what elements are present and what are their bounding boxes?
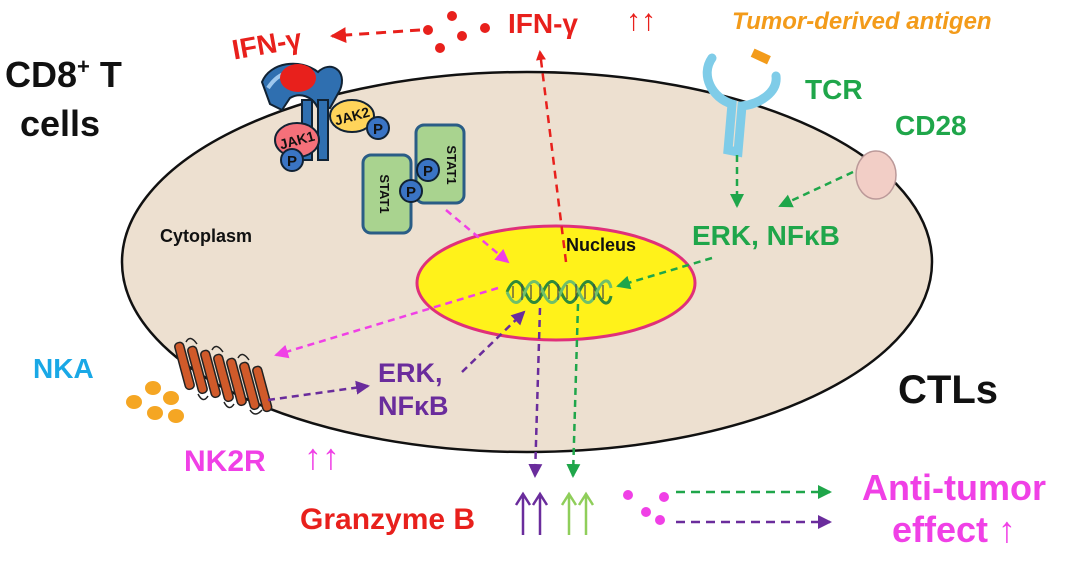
stat1-label: STAT1 xyxy=(377,174,392,213)
nk2r-receptor xyxy=(174,337,273,415)
ctls-label: CTLs xyxy=(898,368,998,412)
cd8-title-line2: cells xyxy=(20,103,101,144)
tcr-icon xyxy=(702,48,781,158)
svg-text:P: P xyxy=(287,153,297,170)
nucleus-to-nk2r-arrow xyxy=(274,286,499,359)
anti-tumor-line1: Anti-tumor xyxy=(862,467,1046,508)
erk-to-nucleus-purple-arrow xyxy=(461,310,526,373)
anti-tumor-line2: effect ↑ xyxy=(892,509,1017,550)
svg-text:P: P xyxy=(406,184,416,201)
erk-nfkb-left-line2: NFκB xyxy=(378,391,449,421)
jak2-icon: JAK2 xyxy=(329,99,375,133)
granzyme-up-arrows xyxy=(514,491,595,535)
tumor-antigen-label: Tumor-derived antigen xyxy=(732,8,992,35)
ifn-nucleus-arrow xyxy=(536,50,568,263)
cd28-icon xyxy=(855,150,897,200)
ifn-release-arrow xyxy=(330,27,421,44)
nka-label: NKA xyxy=(33,353,94,384)
nucleus-label: Nucleus xyxy=(566,235,637,255)
ifn-dots xyxy=(423,11,490,53)
tcr-label: TCR xyxy=(805,74,863,105)
cd28-label: CD28 xyxy=(895,110,967,141)
erk-nfkb-right: ERK, NFκB xyxy=(692,220,840,251)
stat1-label: STAT1 xyxy=(444,145,459,184)
nk2r-label: NK2R xyxy=(184,445,266,478)
granzyme-dots xyxy=(623,490,669,525)
ifn-gamma-top: IFN-γ xyxy=(508,8,578,39)
nk2r-increase: ↑↑ xyxy=(304,436,340,477)
granzyme-label: Granzyme B xyxy=(300,503,476,536)
erk-to-nucleus-arrow xyxy=(616,256,713,290)
jak1-icon: JAK1 xyxy=(274,122,320,158)
nka-ligand-dots xyxy=(126,381,184,423)
svg-text:P: P xyxy=(423,163,433,180)
phospho-icon: P xyxy=(366,116,390,140)
nucleus-to-granzyme-green-arrow xyxy=(566,303,581,478)
ifn-gamma-increase: ↑↑ xyxy=(626,4,656,37)
cytoplasm-label: Cytoplasm xyxy=(160,226,253,246)
dna-icon xyxy=(505,279,613,305)
stat1-to-nucleus-arrow xyxy=(445,209,510,264)
cd28-arrow xyxy=(778,170,854,208)
nk2r-to-erk-arrow xyxy=(267,380,370,402)
cd8-title: CD8+ T xyxy=(5,54,122,95)
phospho-icon: P xyxy=(280,148,304,172)
nucleus-to-granzyme-purple-arrow xyxy=(528,307,543,478)
svg-text:P: P xyxy=(373,121,383,138)
stat1-dimer: STAT1 STAT1 P P xyxy=(361,123,466,235)
erk-nfkb-left-line1: ERK, xyxy=(378,358,443,388)
